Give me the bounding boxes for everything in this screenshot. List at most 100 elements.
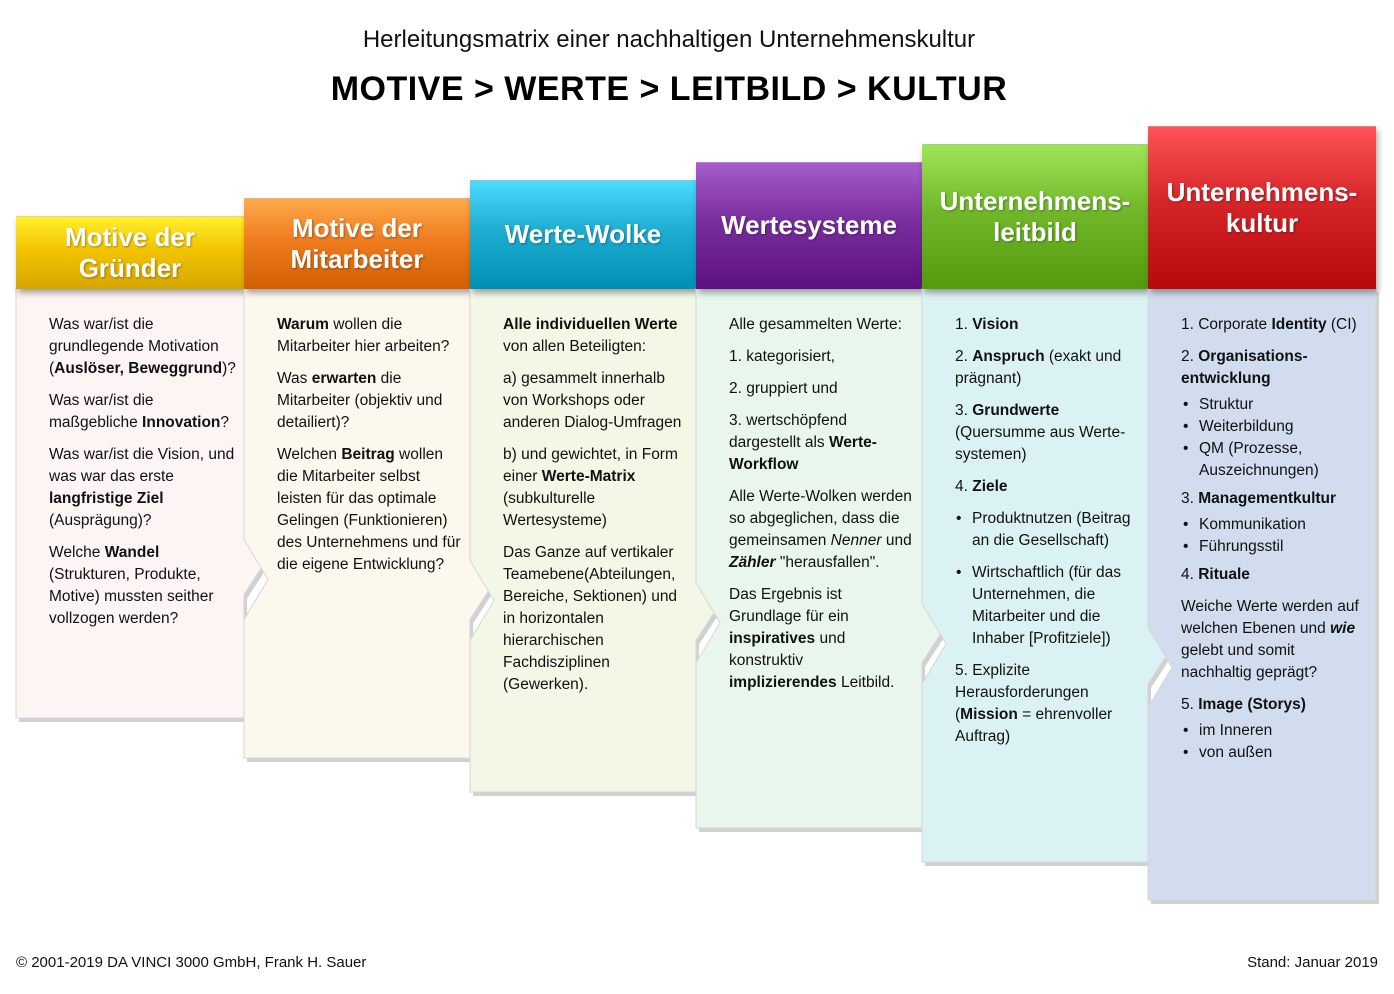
text-segment: Zähler xyxy=(729,554,776,571)
text-segment: 4. xyxy=(955,478,973,495)
text-segment: Alle Werte-Wolken werden so abgeglichen,… xyxy=(729,488,912,549)
text-segment: Ziele xyxy=(972,478,1008,495)
text-paragraph: 2. gruppiert und xyxy=(729,378,915,400)
bullet-item: im Inneren xyxy=(1183,720,1369,742)
text-segment: 2. gruppiert und xyxy=(729,380,838,397)
column-text-wertesysteme: Alle gesammelten Werte: 1. kategorisiert,… xyxy=(729,314,915,704)
text-segment: 3. xyxy=(1181,490,1199,507)
text-paragraph: 2. Anspruch (exakt und prägnant) xyxy=(955,346,1141,390)
column-header-kultur: Unternehmens-kultur xyxy=(1148,126,1376,289)
text-paragraph: b) und gewichtet, in Form einer Werte-Ma… xyxy=(503,444,689,532)
text-segment: Wirtschaftlich (für das Unternehmen, die… xyxy=(972,564,1122,647)
text-paragraph: Weiche Werte werden auf welchen Ebenen u… xyxy=(1181,596,1369,684)
text-segment: (CI) xyxy=(1326,316,1357,333)
text-paragraph: Was war/ist die Vision, und was war das … xyxy=(49,444,237,532)
text-paragraph: Welche Wandel (Strukturen, Produkte, Mot… xyxy=(49,542,237,630)
text-segment: von allen Beteiligten: xyxy=(503,338,647,355)
text-segment: inspiratives xyxy=(729,630,816,647)
text-segment: Was war/ist die grundlegende Motivation … xyxy=(49,316,219,377)
column-title-line1: Motive der xyxy=(64,221,196,252)
text-paragraph: Welchen Beitrag wollen die Mitarbeiter s… xyxy=(277,444,463,576)
text-segment: 2. xyxy=(955,348,973,365)
text-segment: Organisations-entwicklung xyxy=(1181,348,1308,387)
column-title-line2: Gründer xyxy=(78,253,182,283)
column-header-werte-wolke: Werte-Wolke xyxy=(470,180,696,289)
column-title-line1: Unternehmens- xyxy=(939,185,1131,216)
text-paragraph: 1. kategorisiert, xyxy=(729,346,915,368)
text-segment: 3. wertschöpfend dargestellt als xyxy=(729,412,848,451)
bullet-icon: • xyxy=(956,510,962,527)
text-paragraph: 3. Managementkultur xyxy=(1181,488,1369,510)
bullet-item: Weiterbildung xyxy=(1183,416,1369,438)
text-segment: Welchen xyxy=(277,446,342,463)
text-paragraph: 4. Ziele xyxy=(955,476,1141,498)
column-kultur: Unternehmens-kultur 1. Corporate Identity… xyxy=(1147,126,1379,904)
text-segment: Mission xyxy=(960,706,1018,723)
text-paragraph: Alle Werte-Wolken werden so abgeglichen,… xyxy=(729,486,915,574)
column-title-line1: Werte-Wolke xyxy=(504,219,662,250)
text-segment: Leitbild. xyxy=(836,674,895,691)
diagram-title: MOTIVE > WERTE > LEITBILD > KULTUR xyxy=(330,70,1008,108)
text-segment: (exakt und prägnant) xyxy=(955,348,1122,387)
text-segment: Managementkultur xyxy=(1198,490,1337,507)
text-paragraph: 2. Organisations-entwicklung xyxy=(1181,346,1369,390)
text-segment: Was xyxy=(277,370,312,387)
column-title-line1: Motive der xyxy=(291,212,422,243)
text-segment: "herausfallen". xyxy=(775,554,880,571)
text-segment: Was war/ist die Vision, und was war das … xyxy=(49,446,235,485)
text-paragraph: 3. wertschöpfend dargestellt als Werte-W… xyxy=(729,410,915,476)
column-title-line2: Mitarbeiter xyxy=(290,244,424,274)
text-segment: 4. xyxy=(1181,566,1199,583)
text-paragraph: Das Ganze auf vertikaler Teamebene(Abtei… xyxy=(503,542,689,696)
bullet-item: Führungsstil xyxy=(1183,536,1369,558)
text-segment: Das Ergebnis ist Grundlage für ein xyxy=(729,586,849,625)
bullet-list: StrukturWeiterbildungQM (Prozesse, Ausze… xyxy=(1181,394,1369,482)
column-body-werte-wolke xyxy=(469,287,725,796)
text-segment: Image (Storys) xyxy=(1198,696,1306,713)
text-paragraph: Was war/ist die grundlegende Motivation … xyxy=(49,314,237,380)
text-segment: langfristige Ziel xyxy=(49,490,164,507)
column-title-line2: leitbild xyxy=(993,217,1077,247)
column-body-leitbild xyxy=(921,287,1177,866)
text-segment: Alle gesammelten Werte: xyxy=(729,316,902,333)
text-segment: Weiche Werte werden auf welchen Ebenen u… xyxy=(1181,598,1359,637)
text-segment: (Ausprägung)? xyxy=(49,512,152,529)
bullet-item: Kommunikation xyxy=(1183,514,1369,536)
column-title-line1: Wertesysteme xyxy=(721,210,897,241)
text-segment: Alle individuellen Werte xyxy=(503,316,678,333)
text-paragraph: Was war/ist die maßgebliche Innovation? xyxy=(49,390,237,434)
text-segment: Anspruch xyxy=(972,348,1045,365)
text-paragraph: • Wirtschaftlich (für das Unternehmen, di… xyxy=(955,562,1141,650)
column-title-line2: kultur xyxy=(1225,208,1299,238)
text-segment: 1. xyxy=(955,316,973,333)
text-segment: Werte-Workflow xyxy=(729,434,877,473)
text-segment: und konstruktiv xyxy=(729,630,846,669)
bullet-list: im Innerenvon außen xyxy=(1181,720,1369,764)
text-paragraph: 5. Explizite Herausforderungen (Mission … xyxy=(955,660,1141,748)
column-header-leitbild: Unternehmens-leitbild xyxy=(922,144,1148,289)
text-segment: erwarten xyxy=(311,370,377,387)
text-segment: Auslöser, Beweggrund xyxy=(54,360,223,377)
text-segment: = ehrenvoller Auftrag) xyxy=(955,706,1113,745)
text-segment: (Strukturen, Produkte, Motive) mussten s… xyxy=(49,566,214,627)
column-text-gruender: Was war/ist die grundlegende Motivation … xyxy=(49,314,237,640)
text-segment: Vision xyxy=(972,316,1019,333)
text-segment: 1. kategorisiert, xyxy=(729,348,835,365)
diagram-subtitle: Herleitungsmatrix einer nachhaltigen Unt… xyxy=(362,26,976,53)
text-paragraph: 1. Corporate Identity (CI) xyxy=(1181,314,1369,336)
text-segment: (Quersumme aus Werte-systemen) xyxy=(955,424,1126,463)
text-paragraph: 4. Rituale xyxy=(1181,564,1369,586)
text-paragraph: Was erwarten die Mitarbeiter (objektiv u… xyxy=(277,368,463,434)
stand-date: Stand: Januar 2019 xyxy=(1247,954,1378,971)
column-text-werte-wolke: Alle individuellen Werte von allen Betei… xyxy=(503,314,689,706)
bullet-icon: • xyxy=(956,564,962,581)
text-segment: Grundwerte xyxy=(972,402,1060,419)
text-segment: und xyxy=(881,532,912,549)
text-segment: wollen die Mitarbeiter selbst leisten fü… xyxy=(277,446,461,573)
